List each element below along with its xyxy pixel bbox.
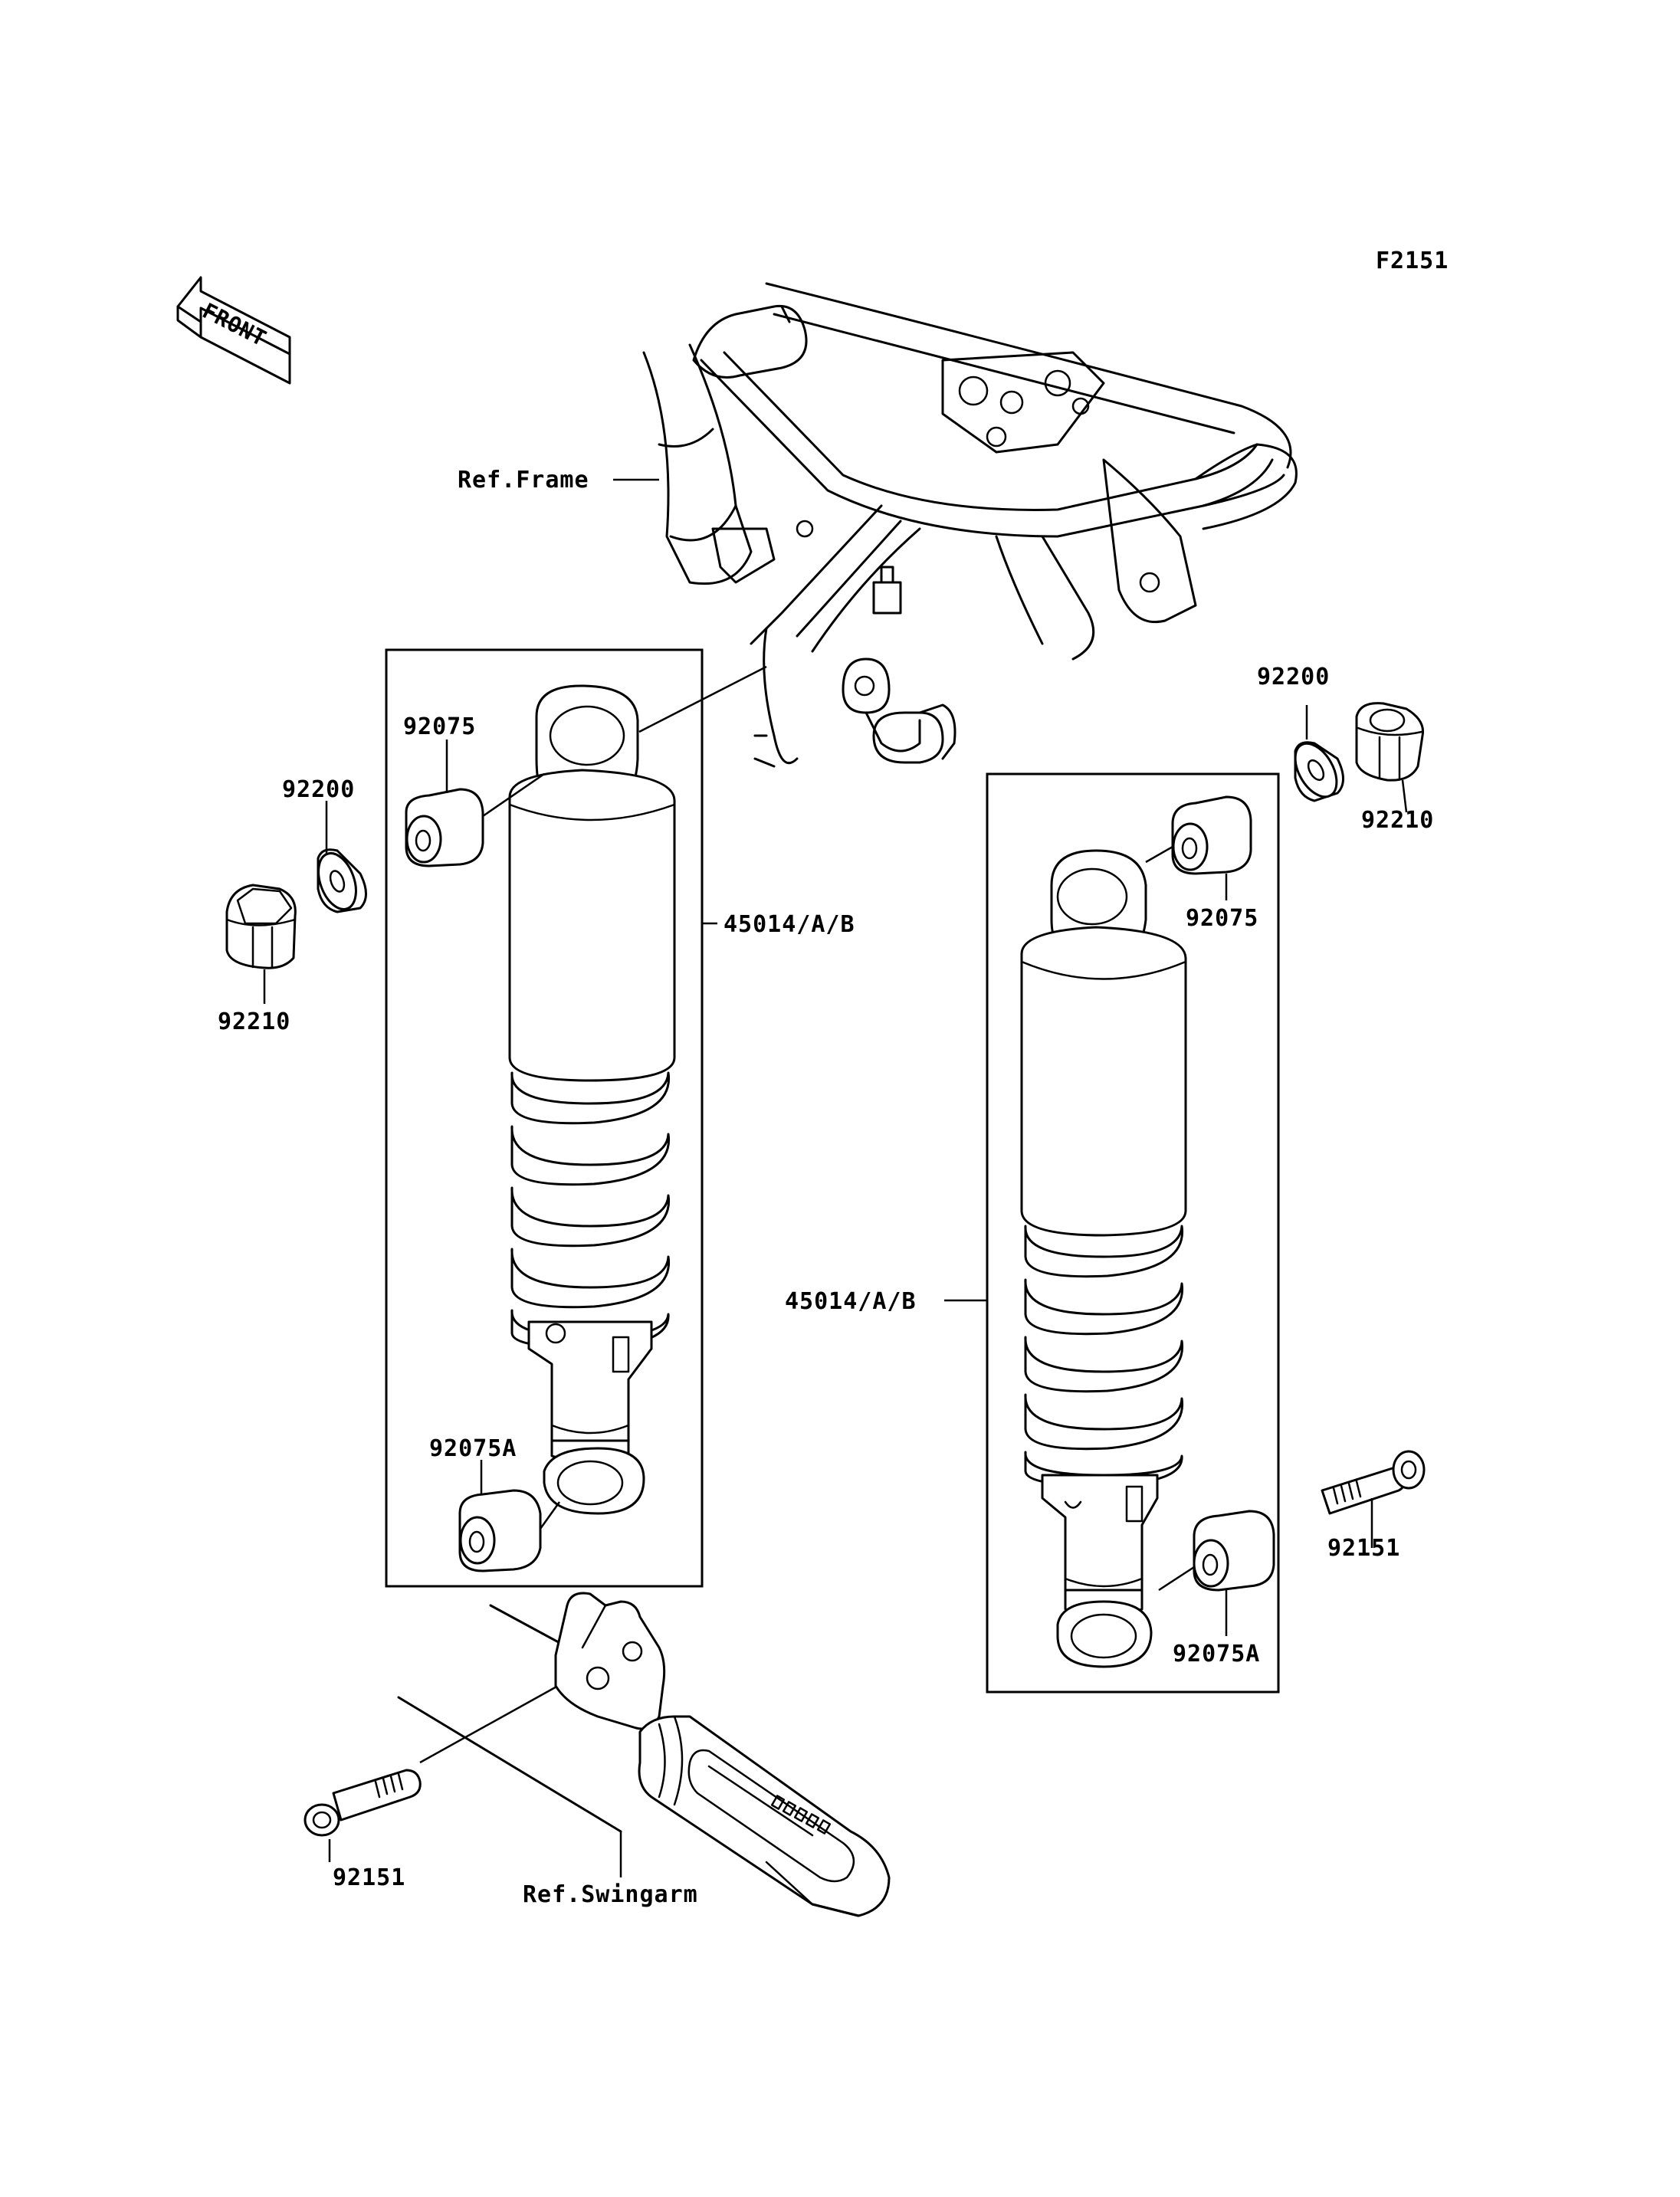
front-arrow-label: FRONT: [199, 298, 271, 352]
left-bushing-upper-label: 92075: [403, 713, 476, 740]
left-bushing-upper-icon[interactable]: [405, 788, 484, 867]
left-shock-absorber[interactable]: [508, 684, 676, 1515]
right-bushing-lower-label: 92075A: [1173, 1641, 1260, 1667]
ref-swingarm-label: Ref.Swingarm: [523, 1881, 698, 1908]
frame-drawing: [642, 282, 1298, 768]
right-bolt-label: 92151: [1327, 1535, 1400, 1562]
figure-code: F2151: [1376, 248, 1449, 274]
left-washer-icon[interactable]: [311, 848, 367, 914]
left-shock-box: [385, 648, 704, 1588]
left-washer-label: 92200: [282, 776, 355, 803]
left-cap-nut-icon[interactable]: [225, 884, 297, 969]
left-bushing-lower-label: 92075A: [429, 1435, 517, 1462]
left-bushing-lower-icon[interactable]: [458, 1489, 542, 1572]
right-washer-icon[interactable]: [1287, 736, 1345, 804]
left-bolt-label: 92151: [333, 1864, 405, 1891]
swingarm-drawing: [397, 1592, 891, 1917]
left-shock-part-number: 45014/A/B: [724, 911, 855, 938]
right-washer-label: 92200: [1257, 664, 1330, 690]
right-bushing-lower-icon[interactable]: [1193, 1510, 1275, 1592]
right-bolt-icon[interactable]: [1321, 1450, 1426, 1515]
right-shock-absorber[interactable]: [1020, 849, 1187, 1668]
right-cap-nut-label: 92210: [1361, 807, 1434, 834]
left-shock-spring: [510, 1071, 671, 1349]
ref-frame-label: Ref.Frame: [458, 467, 589, 494]
right-cap-nut-icon[interactable]: [1355, 702, 1425, 782]
front-arrow-icon: FRONT: [176, 276, 291, 385]
right-shock-spring: [1024, 1225, 1184, 1487]
right-bushing-upper-icon[interactable]: [1171, 795, 1252, 875]
right-shock-part-number: 45014/A/B: [785, 1288, 917, 1315]
left-bolt-icon[interactable]: [304, 1769, 422, 1837]
right-bushing-upper-label: 92075: [1186, 905, 1258, 932]
left-cap-nut-label: 92210: [218, 1008, 290, 1035]
right-shock-box: [986, 772, 1280, 1694]
